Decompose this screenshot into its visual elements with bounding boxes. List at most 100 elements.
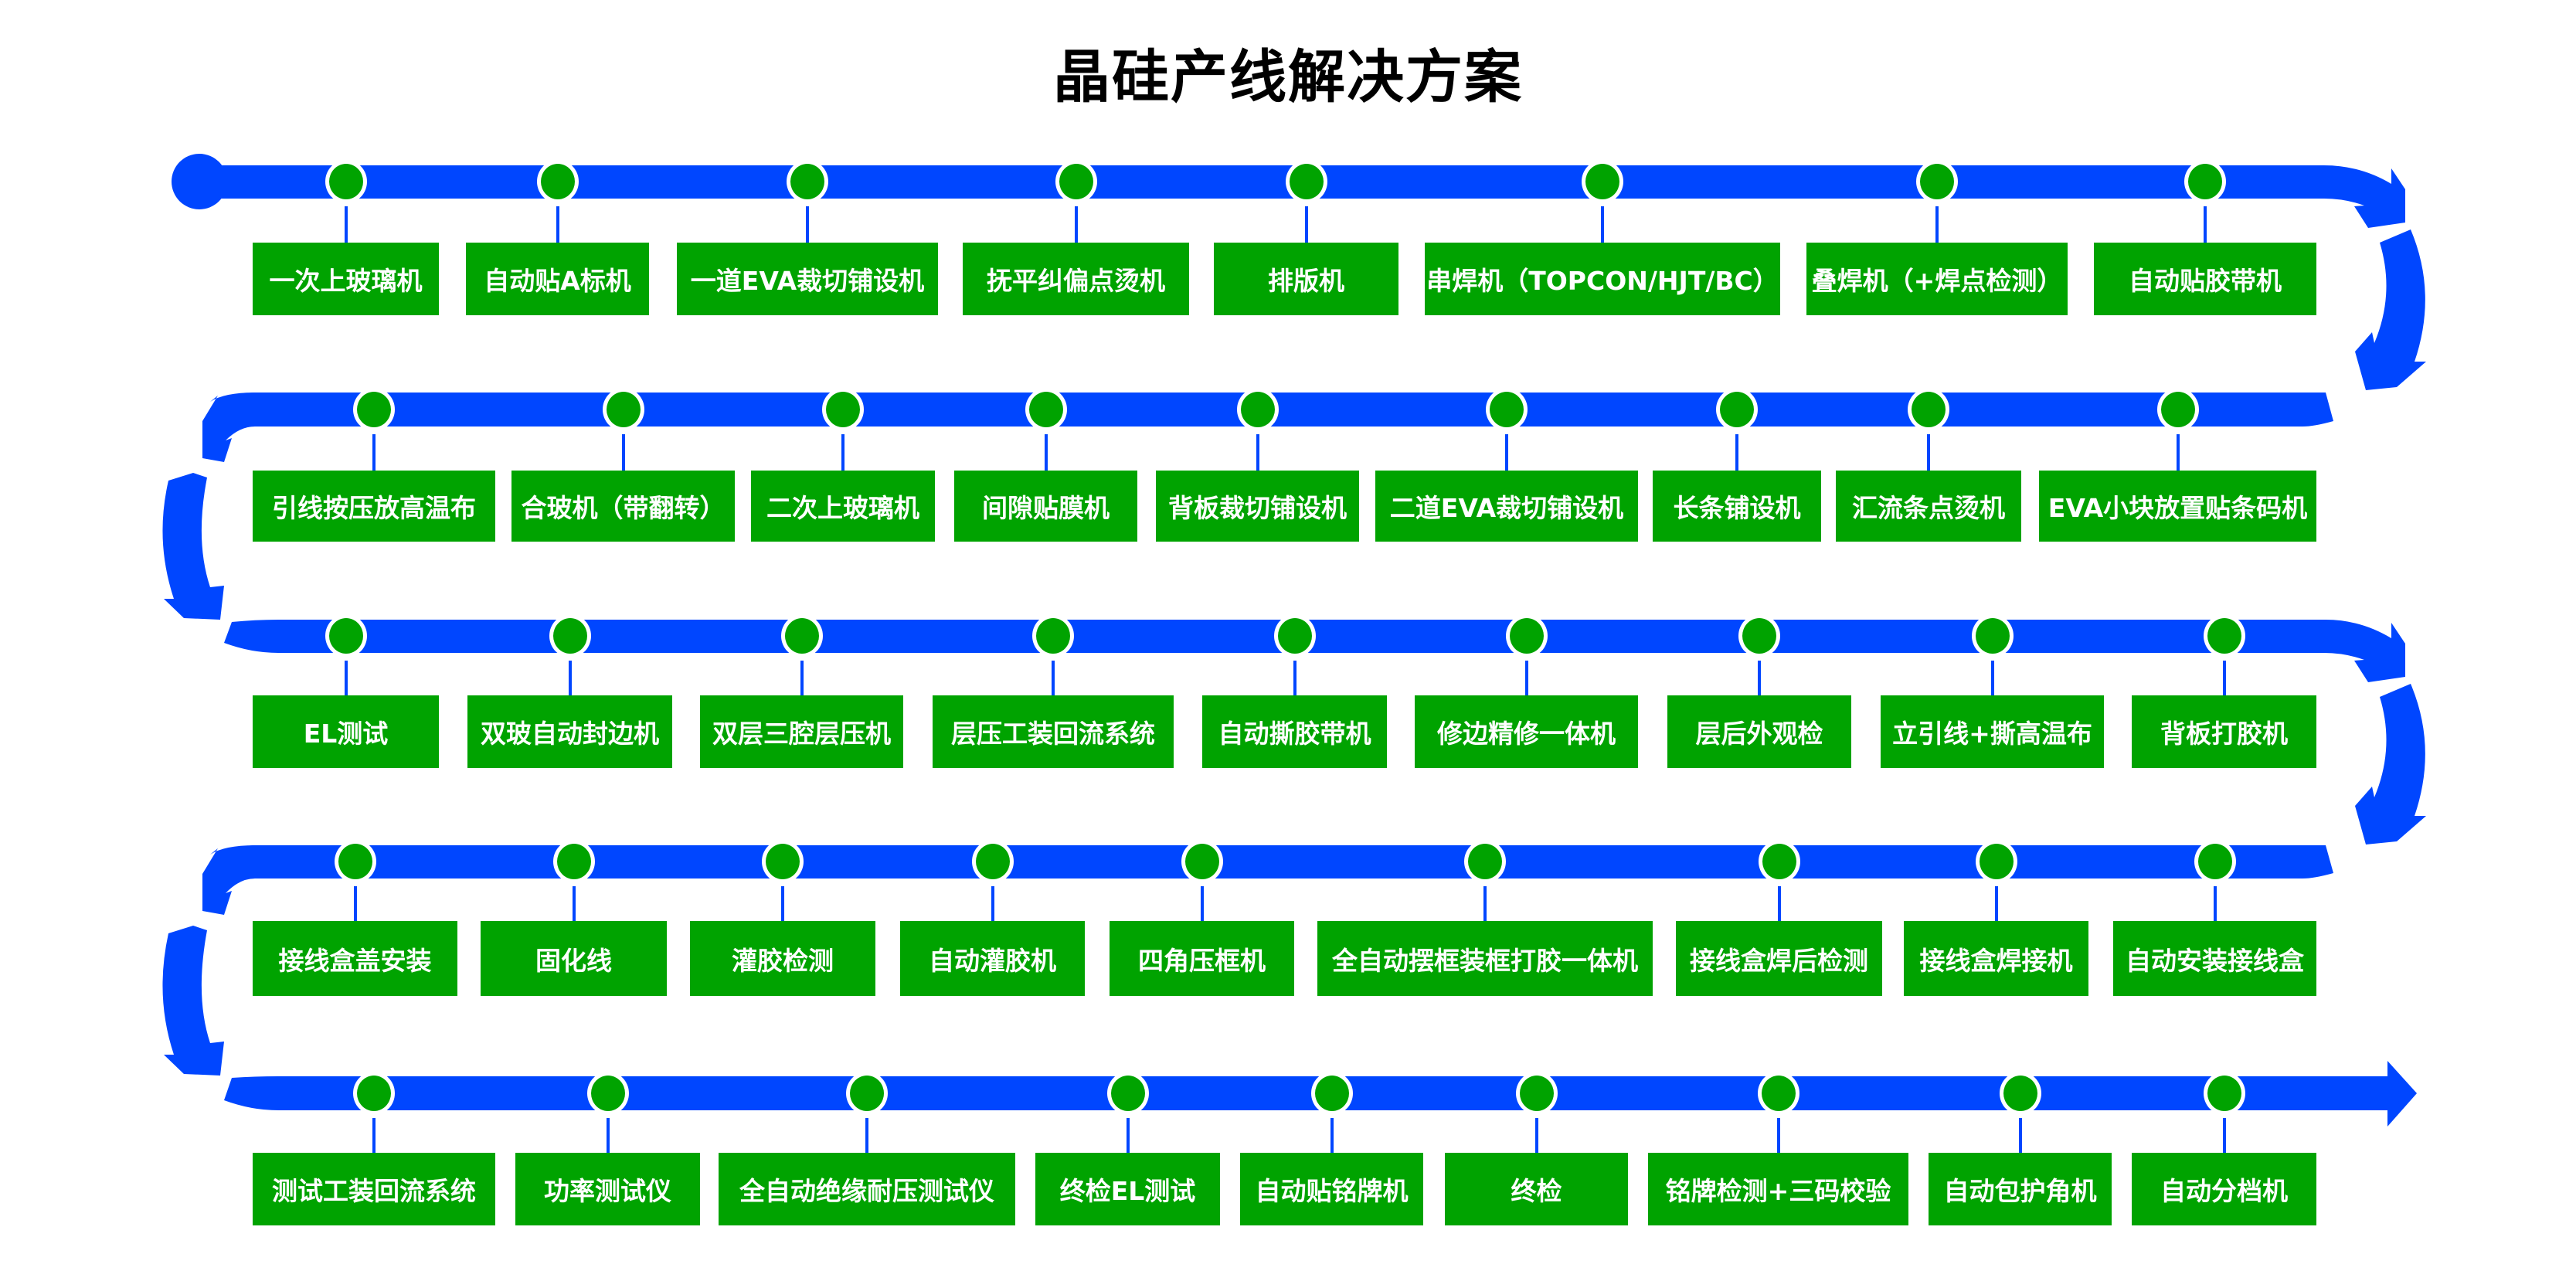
connector-line [1256,434,1259,471]
process-step-box: 接线盒盖安装 [253,921,457,996]
process-step-box: 全自动绝缘耐压测试仪 [719,1153,1015,1225]
step-node-dot-icon [846,1072,888,1115]
process-step-box: 双层三腔层压机 [700,695,903,768]
connector-line [573,886,576,921]
connector-line [1293,661,1296,695]
connector-line [1535,1118,1538,1153]
step-node-dot-icon [1311,1072,1353,1115]
connector-line [372,1118,376,1153]
process-step-box: 自动贴铭牌机 [1240,1153,1423,1225]
connector-line [1052,661,1055,695]
connector-line [800,661,804,695]
connector-line [1991,661,1994,695]
step-node-dot-icon [2157,388,2199,431]
connector-line [2177,434,2180,471]
connector-line [1201,886,1204,921]
step-node-dot-icon [787,160,828,203]
step-node-dot-icon [1025,388,1067,431]
process-step-box: 自动分档机 [2132,1153,2316,1225]
process-step-box: 叠焊机（+焊点检测） [1806,243,2068,315]
step-node-dot-icon [1237,388,1279,431]
process-step-box: 四角压框机 [1110,921,1294,996]
connector-line [622,434,625,471]
step-node-dot-icon [972,840,1014,883]
connector-line [1075,206,1078,243]
process-step-box: 背板打胶机 [2132,695,2316,768]
step-node-dot-icon [1506,614,1548,658]
step-node-dot-icon [1286,160,1327,203]
connector-line [556,206,559,243]
process-step-box: 一次上玻璃机 [253,243,439,315]
process-step-box: 抚平纠偏点烫机 [963,243,1189,315]
step-node-dot-icon [335,840,376,883]
step-node-dot-icon [1516,1072,1558,1115]
connector-line [991,886,994,921]
connector-line [1758,661,1761,695]
connector-line [1483,886,1487,921]
connector-line [1735,434,1738,471]
process-step-box: 串焊机（TOPCON/HJT/BC） [1425,243,1780,315]
step-node-dot-icon [353,388,395,431]
process-step-box: EL测试 [253,695,439,768]
connector-line [1995,886,1998,921]
step-node-dot-icon [2204,1072,2245,1115]
step-node-dot-icon [549,614,591,658]
connector-line [345,206,348,243]
step-node-dot-icon [1055,160,1097,203]
step-node-dot-icon [1582,160,1623,203]
process-step-box: 测试工装回流系统 [253,1153,495,1225]
connector-line [1601,206,1604,243]
step-node-dot-icon [325,160,367,203]
process-step-box: 自动贴A标机 [466,243,649,315]
connector-line [1045,434,1048,471]
step-node-dot-icon [1716,388,1758,431]
process-step-box: 接线盒焊接机 [1904,921,2088,996]
step-node-dot-icon [553,840,595,883]
connector-line [781,886,784,921]
process-step-box: 二道EVA裁切铺设机 [1375,471,1638,542]
process-step-box: 合玻机（带翻转） [511,471,735,542]
process-step-box: 灌胶检测 [690,921,875,996]
step-node-dot-icon [1758,1072,1799,1115]
connector-line [865,1118,868,1153]
step-node-dot-icon [1486,388,1528,431]
step-node-dot-icon [2000,1072,2041,1115]
step-node-dot-icon [1916,160,1958,203]
process-step-box: 铭牌检测+三码校验 [1648,1153,1908,1225]
process-step-box: 汇流条点烫机 [1836,471,2021,542]
process-step-box: 自动安装接线盒 [2113,921,2316,996]
process-step-box: 一道EVA裁切铺设机 [677,243,938,315]
connector-line [1777,1118,1780,1153]
connector-line [1127,1118,1130,1153]
step-node-dot-icon [1908,388,1949,431]
connector-line [1505,434,1508,471]
step-node-dot-icon [822,388,864,431]
step-node-dot-icon [781,614,823,658]
step-node-dot-icon [1032,614,1074,658]
connector-line [1330,1118,1334,1153]
connector-line [1778,886,1781,921]
process-step-box: 立引线+撕高温布 [1881,695,2104,768]
step-node-dot-icon [2184,160,2226,203]
step-node-dot-icon [2194,840,2236,883]
process-step-box: 终检 [1445,1153,1628,1225]
step-node-dot-icon [1976,840,2017,883]
connector-line [607,1118,610,1153]
connector-line [354,886,357,921]
process-step-box: 功率测试仪 [515,1153,700,1225]
step-node-dot-icon [325,614,367,658]
step-node-dot-icon [1181,840,1223,883]
step-node-dot-icon [2204,614,2245,658]
process-step-box: 自动灌胶机 [900,921,1085,996]
connector-line [345,661,348,695]
connector-line [372,434,376,471]
connector-line [569,661,572,695]
step-node-dot-icon [1464,840,1506,883]
process-step-box: 自动撕胶带机 [1202,695,1387,768]
process-step-box: 修边精修一体机 [1415,695,1638,768]
connector-line [2223,1118,2226,1153]
process-step-box: 引线按压放高温布 [253,471,495,542]
process-step-box: 自动贴胶带机 [2094,243,2316,315]
connector-line [2214,886,2217,921]
connector-line [2204,206,2207,243]
